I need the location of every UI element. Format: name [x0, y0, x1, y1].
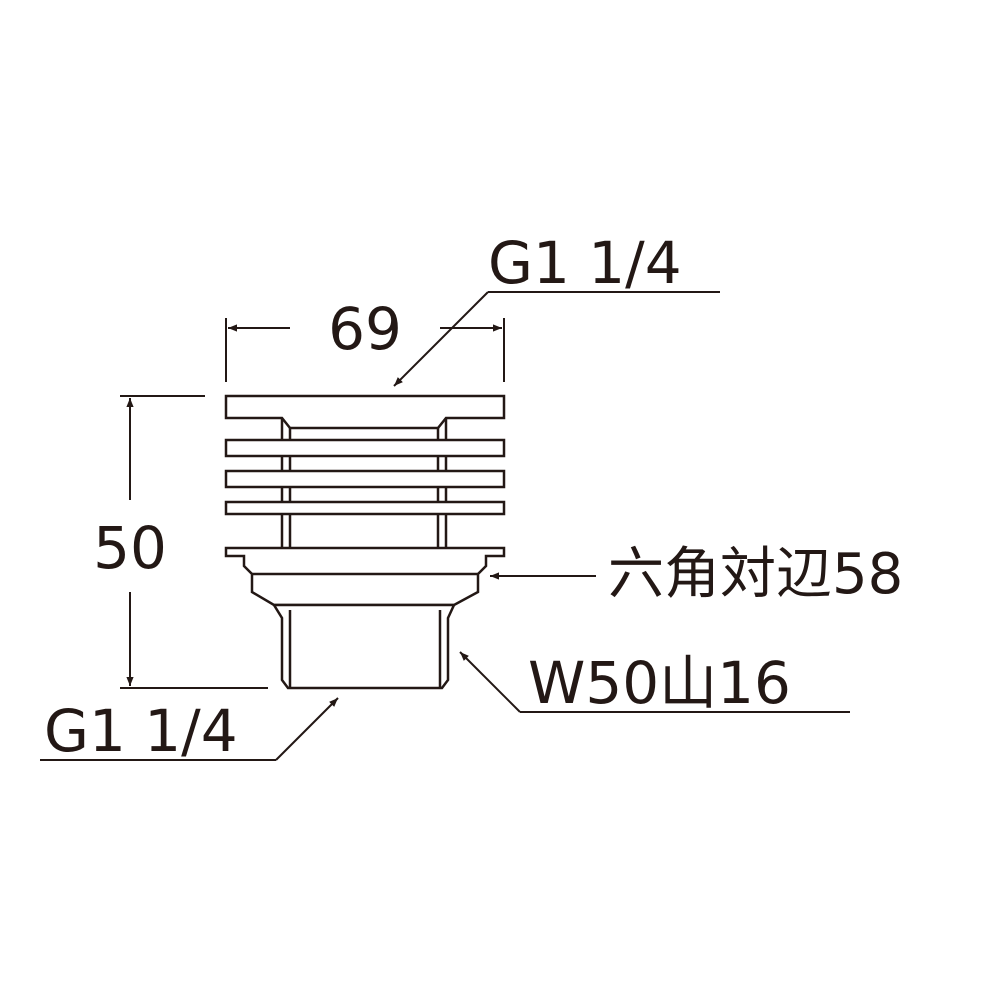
part-outline — [224, 394, 506, 690]
hex-across-flats-label: 六角対辺58 — [608, 542, 903, 607]
top-thread-label: G1 1/4 — [488, 229, 682, 297]
top-cap — [224, 394, 506, 430]
threaded-body — [271, 603, 456, 690]
fin-1 — [224, 438, 506, 458]
hex-flange — [224, 546, 506, 607]
height-label: 50 — [93, 514, 167, 582]
width-label: 69 — [328, 295, 402, 363]
outer-thread-leader — [459, 651, 850, 713]
bottom-thread-label: G1 1/4 — [44, 697, 238, 765]
fin-2 — [224, 469, 506, 489]
height-dimension — [120, 395, 268, 689]
outer-thread-label: W50山16 — [528, 649, 791, 717]
top-thread-leader — [393, 291, 720, 387]
fin-3 — [224, 500, 506, 516]
bottom-thread-leader — [40, 697, 339, 761]
width-dimension — [225, 318, 505, 382]
